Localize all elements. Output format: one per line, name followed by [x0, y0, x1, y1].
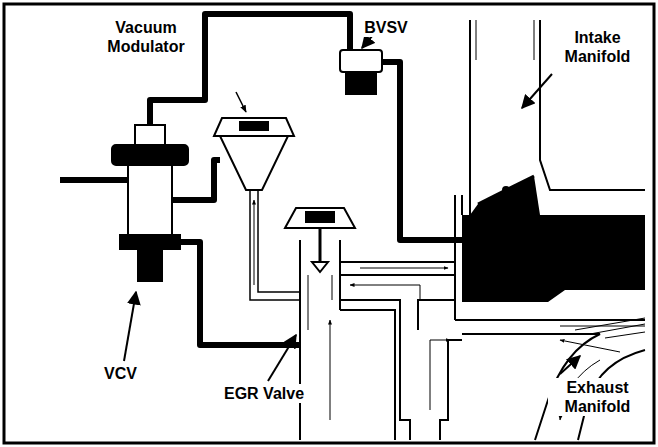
part-label: BVSV	[362, 18, 410, 37]
leader-arrows	[124, 36, 580, 381]
egr-passages	[340, 262, 462, 440]
vacuum-hoses	[60, 14, 462, 345]
intake-manifold-body	[462, 215, 645, 302]
manifold-flange	[455, 195, 645, 320]
part-label: Intake Manifold	[548, 28, 647, 66]
part-label: VCV	[102, 364, 139, 383]
part-label: Exhaust Manifold	[548, 378, 647, 416]
vacuum-modulator-symbol	[214, 92, 300, 300]
bvsv-symbol	[340, 50, 382, 94]
egr-valve-symbol	[285, 208, 395, 440]
part-label: Vacuum Modulator	[92, 18, 200, 56]
intake-throat-fill	[470, 176, 540, 215]
frame	[4, 4, 654, 443]
part-label: EGR Valve	[222, 384, 306, 403]
